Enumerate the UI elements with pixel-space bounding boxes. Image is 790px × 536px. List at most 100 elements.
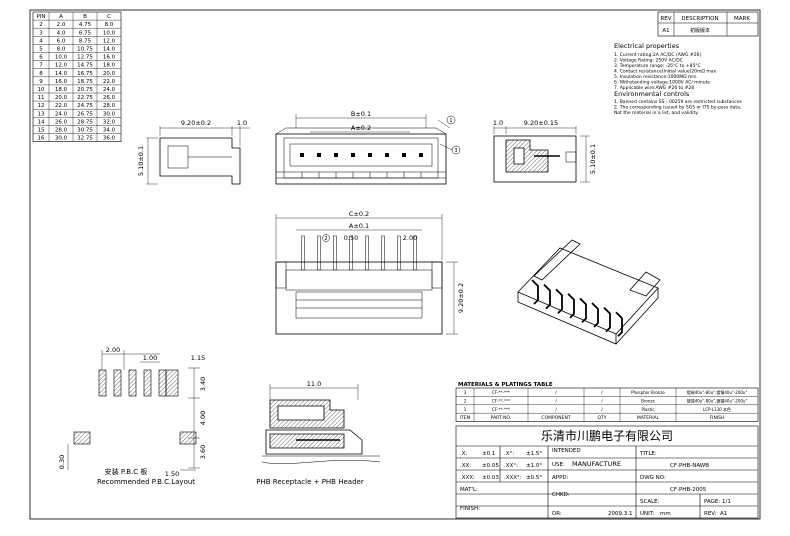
rev-header: REV	[660, 16, 671, 22]
revision-table: REV DESCRIPTION MARK A1 初版版本	[657, 11, 759, 37]
pin-table-cell: 24.75	[77, 103, 93, 109]
pin-table-header: C	[107, 14, 111, 20]
materials-cell: 镀锡40u"-80u",镀镍40u"-200u"	[687, 397, 748, 403]
pin-table-cell: 32.0	[103, 119, 116, 125]
pin-table-cell: 10.0	[103, 30, 116, 36]
pin-table-cell: 8.75	[79, 38, 92, 44]
pin-table-cell: 10	[38, 87, 45, 93]
pin-table-cell: 4	[39, 38, 43, 44]
tol3-ang-val: ±0.5°	[526, 475, 542, 481]
materials-header: FINISH	[710, 415, 725, 421]
pin-table-cell: 6	[39, 55, 43, 61]
materials-title: MATERIALS & PLATINGS TABLE	[458, 382, 553, 388]
right-height-dim: 5.10±0.1	[589, 144, 597, 174]
section-view-right	[493, 126, 590, 183]
title-label: TITLE:	[639, 451, 657, 457]
unit-label: UNIT:	[640, 511, 655, 517]
pcb-pad-width-dim: 1.00	[143, 354, 157, 362]
pin-table-cell: 22.0	[55, 103, 68, 109]
title-block	[455, 425, 759, 519]
pin-table-cell: 9	[39, 79, 43, 85]
environmental-title: Environmental controls	[614, 90, 690, 98]
front-pitch-dim: 2.00	[403, 234, 417, 242]
pcb-pitch-dim: 2.00	[106, 346, 120, 354]
pin-table-cell: 4.75	[79, 22, 92, 28]
pcb-pad-offset-dim: 1.15	[191, 354, 205, 362]
materials-header: PART NO.	[491, 415, 512, 421]
pin-table-cell: 6.0	[57, 38, 66, 44]
pin-table-cell: 24.0	[55, 111, 68, 117]
mark-header: MARK	[734, 16, 750, 22]
materials-cell: CF-**-***	[492, 390, 510, 395]
page-label: PAGE:	[704, 499, 720, 505]
materials-cell: Bronze	[641, 398, 655, 403]
right-tab-dim: 1.0	[493, 119, 503, 127]
tol3-ang-label: .XXX°:	[504, 475, 522, 481]
pcb-pad-bottom-dim: 1.50	[165, 470, 179, 478]
pin-table-cell: 20.75	[77, 87, 93, 93]
rev-value: A1	[662, 28, 669, 34]
company-name: 乐清市川鹏电子有限公司	[541, 428, 673, 443]
materials-cell: CF-**-***	[492, 407, 510, 412]
electrical-item: 6. Withstanding voltage:1000V AC/ minute	[614, 80, 710, 86]
top-pin	[419, 153, 423, 157]
pcb-edge-dim: 0.30	[58, 455, 66, 469]
top-view	[275, 114, 461, 185]
materials-header: COMPONENT	[541, 415, 570, 421]
pin-table-cell: 26.0	[103, 95, 116, 101]
iso-pin	[555, 288, 563, 314]
pin-table-cell: 14.0	[103, 47, 116, 53]
top-pin	[334, 153, 338, 157]
pin-table-cell: 12.0	[55, 63, 68, 69]
environmental-item: Not the material in a list, and validity…	[614, 110, 699, 116]
top-a-dim: A±0.2	[351, 124, 371, 132]
iso-pin	[603, 306, 611, 333]
electrical-title: Electrical properties	[614, 42, 680, 50]
tol2-ang-label: .XX°:	[504, 463, 518, 469]
scale-label: SCALE:	[640, 499, 660, 505]
pcb-pad	[113, 369, 122, 397]
tol1-val: ±0.1	[482, 451, 495, 457]
pin-table-cell: 18.0	[103, 63, 116, 69]
materials-cell: /	[555, 407, 557, 412]
pin-table-cell: 30.0	[103, 111, 116, 117]
pcb-pad	[165, 369, 179, 397]
pin-table-cell: 14.75	[77, 63, 93, 69]
pin-table-cell: 6.75	[79, 30, 92, 36]
side-height-dim: 5.10±0.1	[137, 146, 145, 176]
pin-table-header: PIN	[36, 14, 45, 20]
pin-table-cell: 14.0	[55, 71, 68, 77]
tol3-label: .XXX:	[460, 475, 475, 481]
pcb-pad	[98, 369, 107, 397]
iso-pin	[543, 283, 551, 310]
front-pin	[333, 235, 337, 271]
iso-pin	[579, 297, 587, 324]
materials-cell: 2	[464, 398, 467, 403]
title-value: CF-PHB-NAWB	[670, 463, 709, 469]
pcb-pad	[158, 369, 167, 397]
pin-table-header: A	[59, 14, 63, 20]
top-pin	[368, 153, 372, 157]
front-height-dim: 9.20±0.2	[457, 283, 465, 313]
chkd-label: CHKD:	[552, 492, 570, 498]
front-pin	[413, 235, 417, 271]
unit-value: mm	[660, 511, 671, 517]
pin-table-cell: 11	[38, 95, 45, 101]
pin-table-cell: 24.0	[103, 87, 116, 93]
isometric-view	[517, 239, 661, 345]
iso-pin	[591, 302, 599, 328]
pin-table-cell: 10.75	[77, 47, 93, 53]
sheet-border	[29, 9, 761, 520]
front-pin	[365, 235, 369, 271]
pin-table-cell: 13	[38, 111, 45, 117]
pin-table-cell: 18.0	[55, 87, 68, 93]
pin-table-cell: 16.75	[77, 71, 93, 77]
pcb-anchor-pad	[179, 431, 197, 445]
pcb-caption-cn: 安装 P.B.C 板	[105, 467, 148, 476]
callout-1: 1	[449, 118, 452, 124]
materials-cell: /	[555, 390, 557, 395]
callout-2: 2	[324, 236, 327, 242]
pin-table-cell: 32.75	[77, 136, 93, 142]
